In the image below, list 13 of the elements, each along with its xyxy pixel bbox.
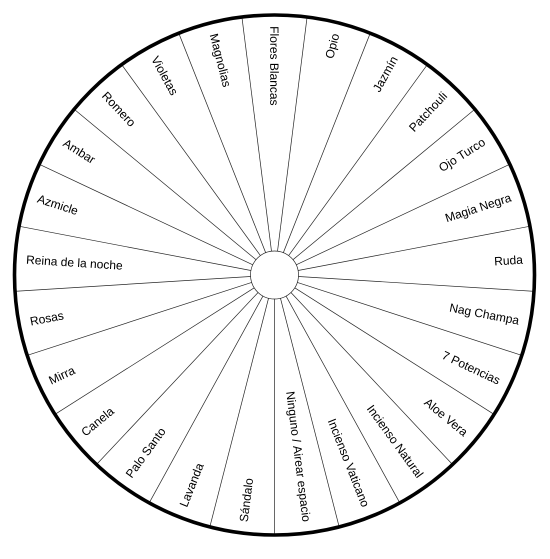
sector-label: Nag Champa — [450, 304, 518, 325]
sector-label: Ruda — [494, 255, 524, 266]
sector-label: Rosas — [30, 313, 64, 326]
sector-label: Sándalo — [240, 478, 253, 522]
sector-label: Opio — [326, 34, 339, 58]
sector-label: Mirra — [48, 368, 76, 384]
sector-label: Magnolias — [210, 34, 229, 87]
sector-label: Reina de la noche — [26, 255, 122, 270]
sector-label: Ninguno / Airear espacio — [286, 392, 310, 522]
sector-label: Azmicle — [36, 195, 78, 214]
sector-label: Magia Negra — [445, 196, 512, 222]
sector-label: Flores Blancas — [270, 27, 279, 106]
sector-label: Ojo Turco — [440, 140, 485, 171]
